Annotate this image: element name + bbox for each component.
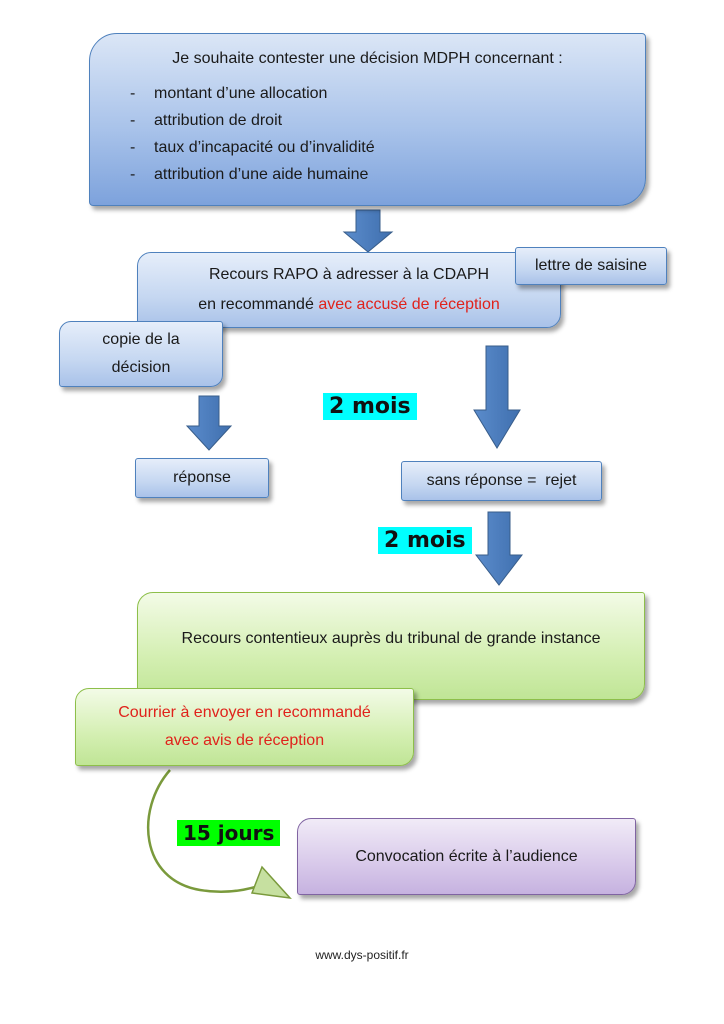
arrow-down-2 [185, 395, 233, 451]
sans-reponse-text: sans réponse = rejet [426, 472, 577, 489]
courrier-line1: Courrier à envoyer en recommandé [118, 704, 371, 721]
reponse-text: réponse [173, 469, 231, 486]
decision-heading: Je souhaite contester une décision MDPH … [172, 50, 563, 67]
list-item: attribution de droit [130, 112, 625, 130]
copie-line1: copie de la [102, 331, 180, 348]
decision-list: montant d’une allocation attribution de … [130, 85, 625, 184]
sans-reponse-box: sans réponse = rejet [401, 461, 602, 501]
delay-badge-3: 15 jours [177, 820, 281, 846]
delay-badge-1: 2 mois [323, 393, 417, 420]
arrow-down-3 [473, 345, 521, 449]
courrier-line2: avec avis de réception [164, 732, 325, 749]
courrier-box: Courrier à envoyer en recommandé avec av… [75, 688, 414, 766]
rapo-line1: Recours RAPO à adresser à la CDAPH [208, 266, 490, 283]
reponse-box: réponse [135, 458, 269, 498]
rapo-line2-red: avec accusé de réception [318, 296, 500, 313]
convocation-box: Convocation écrite à l’audience [297, 818, 636, 895]
lettre-text: lettre de saisine [534, 257, 648, 274]
copie-line2: décision [111, 359, 171, 376]
list-item: attribution d’une aide humaine [130, 166, 625, 184]
rapo-line2-prefix: en recommandé [198, 296, 314, 313]
rapo-box: Recours RAPO à adresser à la CDAPH en re… [137, 252, 561, 328]
delay-badge-2: 2 mois [378, 527, 472, 554]
arrow-down-4 [474, 511, 524, 586]
footer-url: www.dys-positif.fr [315, 948, 409, 962]
decision-box: Je souhaite contester une décision MDPH … [89, 33, 646, 206]
curved-arrowhead [250, 865, 292, 900]
rapo-line2: en recommandé avec accusé de réception [198, 290, 500, 320]
recours-text: Recours contentieux auprès du tribunal d… [181, 630, 601, 647]
arrow-down-1 [342, 209, 394, 253]
list-item: taux d’incapacité ou d’invalidité [130, 139, 625, 157]
copie-decision-label: copie de la décision [59, 321, 223, 387]
lettre-de-saisine-label: lettre de saisine [515, 247, 667, 285]
convocation-text: Convocation écrite à l’audience [355, 847, 578, 865]
recours-contentieux-box: Recours contentieux auprès du tribunal d… [137, 592, 645, 700]
list-item: montant d’une allocation [130, 85, 625, 103]
